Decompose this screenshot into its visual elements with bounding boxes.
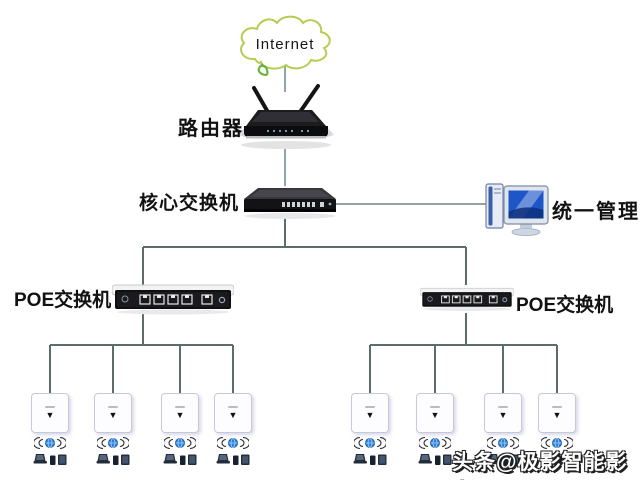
wifi-signal-icon <box>354 436 386 450</box>
ap-logo-mark <box>108 406 118 408</box>
wifi-signal-icon <box>419 436 451 450</box>
ap-arrow: ▼ <box>108 410 118 420</box>
wifi-signal-icon <box>164 436 196 450</box>
watermark: 头条@极影智能影音 <box>452 451 628 474</box>
wall-ap-unit: ▼ <box>214 393 252 467</box>
cloud-icon <box>240 15 331 76</box>
client-devices-icon <box>353 454 387 465</box>
wall-ap-panel: ▼ <box>484 393 522 433</box>
ap-logo-mark <box>552 406 562 408</box>
wall-ap-panel: ▼ <box>94 393 132 433</box>
ap-logo-mark <box>430 406 440 408</box>
wall-ap-unit: ▼ <box>94 393 132 467</box>
wall-ap-panel: ▼ <box>31 393 69 433</box>
internet-cloud: Internet <box>233 12 337 76</box>
ap-arrow: ▼ <box>228 410 238 420</box>
wifi-signal-icon <box>217 436 249 450</box>
wall-ap-unit: ▼ <box>416 393 454 467</box>
ap-arrow: ▼ <box>498 410 508 420</box>
ap-arrow: ▼ <box>430 410 440 420</box>
wall-ap-panel: ▼ <box>416 393 454 433</box>
wall-ap-panel: ▼ <box>214 393 252 433</box>
ap-logo-mark <box>175 406 185 408</box>
poe-switch-icon <box>111 284 235 315</box>
wall-ap-unit: ▼ <box>538 393 576 467</box>
poe-switch-left-label: POE交换机 <box>14 290 112 311</box>
client-devices-icon <box>216 454 250 465</box>
poe-switch-right-label: POE交换机 <box>516 295 614 316</box>
router-label: 路由器 <box>178 118 244 140</box>
internet-label: Internet <box>255 36 315 53</box>
ap-logo-mark <box>365 406 375 408</box>
wall-ap-unit: ▼ <box>31 393 69 467</box>
management-label: 统一管理 <box>552 201 640 223</box>
core-switch-icon <box>244 188 336 219</box>
client-devices-icon <box>96 454 130 465</box>
wifi-signal-icon <box>97 436 129 450</box>
wifi-signal-icon <box>34 436 66 450</box>
wifi-signal-icon <box>541 436 573 450</box>
wall-ap-unit: ▼ <box>161 393 199 467</box>
computer-icon <box>485 183 549 236</box>
wall-ap-panel: ▼ <box>161 393 199 433</box>
wall-ap-panel: ▼ <box>538 393 576 433</box>
wall-ap-unit: ▼ <box>351 393 389 467</box>
poe-switch-icon <box>419 287 515 311</box>
ap-arrow: ▼ <box>552 410 562 420</box>
client-devices-icon <box>163 454 197 465</box>
wall-ap-unit: ▼ <box>484 393 522 467</box>
poe-switch-right <box>419 284 515 319</box>
ap-logo-mark <box>45 406 55 408</box>
wall-ap-panel: ▼ <box>351 393 389 433</box>
management-computer <box>484 178 550 241</box>
core-switch-label: 核心交换机 <box>139 193 240 214</box>
poe-switch-left <box>111 283 235 320</box>
cloud-leaf-curl <box>257 63 269 76</box>
ap-logo-mark <box>228 406 238 408</box>
client-devices-icon <box>33 454 67 465</box>
ap-logo-mark <box>498 406 508 408</box>
router-icon <box>238 84 334 149</box>
ap-arrow: ▼ <box>175 410 185 420</box>
client-devices-icon <box>418 454 452 465</box>
client-devices-icon <box>540 454 574 465</box>
ap-arrow: ▼ <box>45 410 55 420</box>
ap-arrow: ▼ <box>365 410 375 420</box>
core-switch <box>242 182 338 227</box>
client-devices-icon <box>486 454 520 465</box>
wifi-signal-icon <box>487 436 519 450</box>
router <box>236 84 336 157</box>
